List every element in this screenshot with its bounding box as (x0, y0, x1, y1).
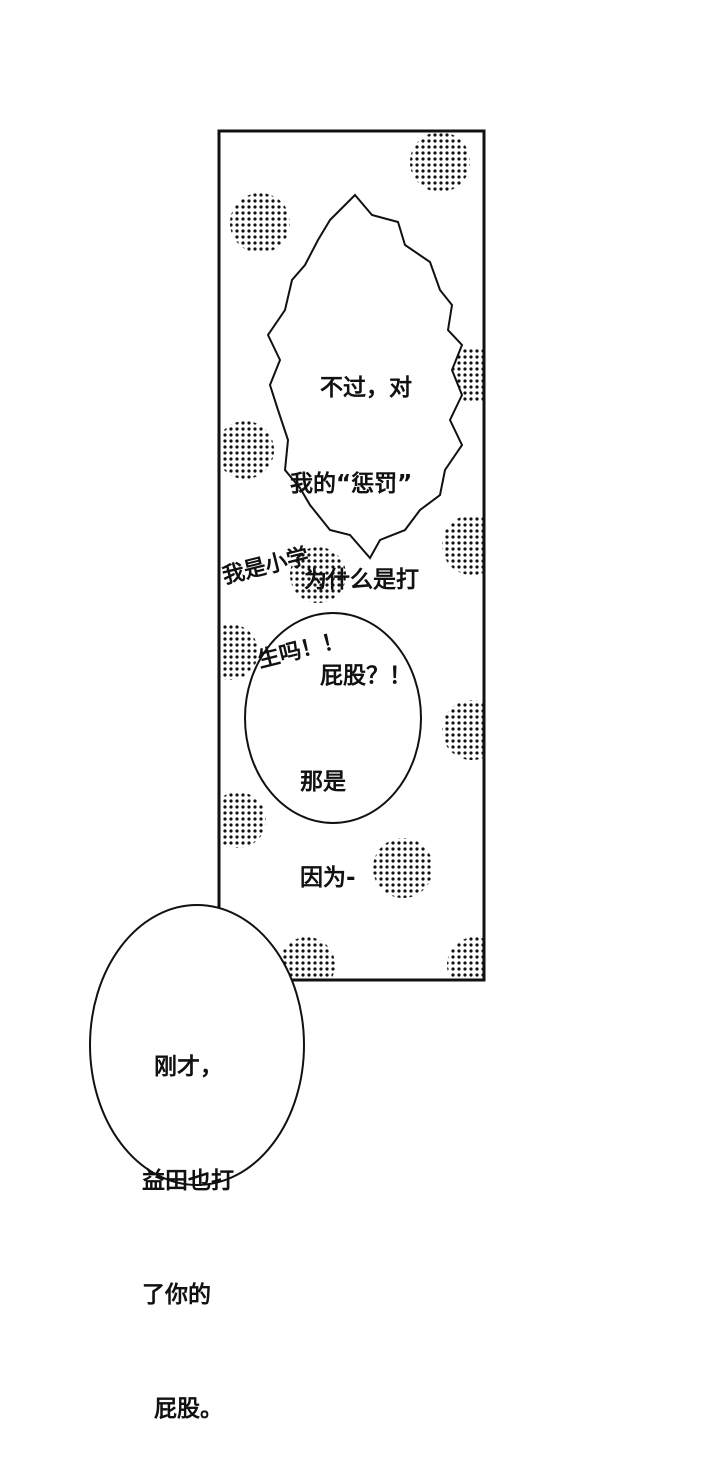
screentone-dots (219, 132, 484, 980)
text-line: 不过，对 (320, 375, 412, 401)
spiky-bubble (266, 193, 464, 560)
spiky-bubble-text: 不过，对 我的“惩罚” 为什么是打 屁股？！ (290, 308, 419, 724)
manga-panel-art (89, 129, 486, 1186)
text-line: 那是 (300, 769, 346, 795)
text-line: 生吗！！ (255, 627, 347, 674)
oval-bubble-text: 那是 因为- (300, 702, 356, 926)
bottom-bubble (89, 904, 305, 1186)
oval-bubble (244, 612, 422, 824)
text-line: 因为- (300, 865, 356, 891)
text-line: 了你的 (142, 1282, 211, 1308)
text-line: 屁股。 (154, 1396, 223, 1422)
text-line: 益田也打 (142, 1168, 234, 1194)
bottom-bubble-text: 刚才， 益田也打 了你的 屁股。 (142, 972, 234, 1466)
text-line: 我是小学 (219, 543, 312, 590)
panel-border (217, 129, 486, 982)
text-line: 我的“惩罚” (290, 471, 413, 497)
text-line: 屁股？！ (320, 663, 412, 689)
text-line: 为什么是打 (304, 567, 419, 593)
text-line: 刚才， (154, 1054, 223, 1080)
